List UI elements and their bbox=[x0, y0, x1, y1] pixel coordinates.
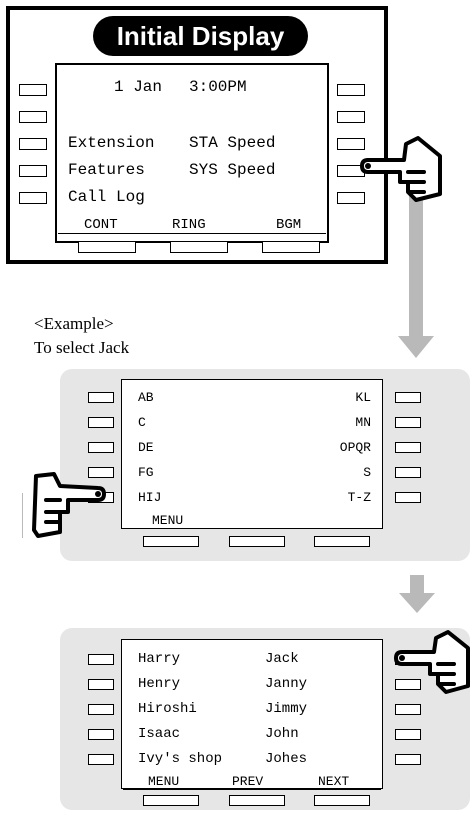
left-line-key-2[interactable] bbox=[19, 111, 47, 123]
pointing-hand-icon bbox=[394, 630, 470, 694]
name-entry-johes[interactable]: Johes bbox=[265, 751, 308, 767]
left-line-key-4[interactable] bbox=[88, 729, 114, 740]
name-entry-hiroshi[interactable]: Hiroshi bbox=[138, 701, 197, 717]
left-line-key-3[interactable] bbox=[88, 442, 114, 453]
time-readout: 3:00PM bbox=[189, 78, 247, 96]
letter-group-mn[interactable]: MN bbox=[355, 415, 371, 430]
right-line-key-5[interactable] bbox=[395, 492, 421, 503]
left-line-key-2[interactable] bbox=[88, 679, 114, 690]
letter-group-opqr[interactable]: OPQR bbox=[339, 440, 371, 455]
pointing-hand-icon bbox=[360, 136, 442, 202]
soft-key-2[interactable] bbox=[229, 536, 285, 547]
down-arrow-icon bbox=[399, 575, 435, 613]
soft-key-1[interactable] bbox=[143, 795, 199, 806]
display-title: Initial Display bbox=[116, 20, 285, 51]
soft-key-2[interactable] bbox=[170, 241, 228, 253]
soft-key-1[interactable] bbox=[78, 241, 136, 253]
left-line-key-3[interactable] bbox=[19, 138, 47, 150]
softkey-label-next: NEXT bbox=[318, 774, 350, 789]
left-line-key-4[interactable] bbox=[88, 467, 114, 478]
lcd-screen-2 bbox=[121, 379, 383, 529]
softkey-label-menu: MENU bbox=[152, 513, 184, 528]
example-instruction: To select Jack bbox=[34, 338, 130, 357]
letter-group-t-z[interactable]: T-Z bbox=[347, 490, 371, 505]
left-line-key-1[interactable] bbox=[88, 392, 114, 403]
soft-key-3[interactable] bbox=[314, 795, 370, 806]
soft-key-3[interactable] bbox=[314, 536, 370, 547]
down-arrow-icon bbox=[398, 196, 434, 358]
soft-key-3[interactable] bbox=[262, 241, 320, 253]
softkey-separator bbox=[58, 233, 326, 234]
right-line-key-1[interactable] bbox=[395, 392, 421, 403]
example-heading: <Example> bbox=[34, 314, 114, 333]
left-page-edge bbox=[22, 493, 23, 538]
right-line-key-3[interactable] bbox=[337, 138, 365, 150]
left-line-key-4[interactable] bbox=[19, 165, 47, 177]
right-line-key-4[interactable] bbox=[395, 729, 421, 740]
letter-group-ab[interactable]: AB bbox=[138, 390, 154, 405]
right-line-key-5[interactable] bbox=[395, 754, 421, 765]
display-title-badge: Initial Display bbox=[93, 16, 308, 56]
left-line-key-5[interactable] bbox=[19, 192, 47, 204]
name-entry-john[interactable]: John bbox=[265, 726, 299, 742]
right-line-key-3[interactable] bbox=[395, 442, 421, 453]
letter-group-kl[interactable]: KL bbox=[355, 390, 371, 405]
menu-item-call-log[interactable]: Call Log bbox=[68, 188, 145, 206]
menu-item-features[interactable]: Features bbox=[68, 161, 145, 179]
name-entry-isaac[interactable]: Isaac bbox=[138, 726, 181, 742]
letter-group-de[interactable]: DE bbox=[138, 440, 154, 455]
pointing-hand-icon bbox=[32, 472, 106, 538]
right-line-key-2[interactable] bbox=[337, 111, 365, 123]
softkey-label-menu: MENU bbox=[148, 774, 180, 789]
name-entry-henry[interactable]: Henry bbox=[138, 676, 181, 692]
letter-group-s[interactable]: S bbox=[363, 465, 371, 480]
name-entry-ivys-shop[interactable]: Ivy's shop bbox=[138, 751, 223, 767]
name-entry-janny[interactable]: Janny bbox=[265, 676, 308, 692]
right-line-key-2[interactable] bbox=[395, 679, 421, 690]
letter-group-fg[interactable]: FG bbox=[138, 465, 154, 480]
soft-key-1[interactable] bbox=[143, 536, 199, 547]
date-readout: 1 Jan bbox=[114, 78, 163, 96]
softkey-label-cont: CONT bbox=[84, 217, 118, 233]
right-line-key-4[interactable] bbox=[395, 467, 421, 478]
left-line-key-5[interactable] bbox=[88, 754, 114, 765]
right-line-key-3[interactable] bbox=[395, 704, 421, 715]
letter-group-c[interactable]: C bbox=[138, 415, 146, 430]
softkey-label-prev: PREV bbox=[232, 774, 264, 789]
softkey-label-bgm: BGM bbox=[276, 217, 302, 233]
left-line-key-3[interactable] bbox=[88, 704, 114, 715]
right-line-key-5[interactable] bbox=[337, 192, 365, 204]
left-line-key-1[interactable] bbox=[19, 84, 47, 96]
softkey-separator bbox=[123, 789, 381, 790]
name-entry-harry[interactable]: Harry bbox=[138, 651, 181, 667]
menu-item-extension[interactable]: Extension bbox=[68, 134, 155, 152]
letter-group-hij[interactable]: HIJ bbox=[138, 490, 162, 505]
menu-item-sys-speed[interactable]: SYS Speed bbox=[189, 161, 276, 179]
name-entry-jack[interactable]: Jack bbox=[265, 651, 299, 667]
right-line-key-2[interactable] bbox=[395, 417, 421, 428]
right-line-key-1[interactable] bbox=[337, 84, 365, 96]
menu-item-sta-speed[interactable]: STA Speed bbox=[189, 134, 276, 152]
name-entry-jimmy[interactable]: Jimmy bbox=[265, 701, 308, 717]
left-line-key-2[interactable] bbox=[88, 417, 114, 428]
lcd-screen-3 bbox=[121, 639, 383, 789]
lcd-screen-1 bbox=[55, 63, 329, 243]
softkey-label-ring: RING bbox=[172, 217, 206, 233]
left-line-key-1[interactable] bbox=[88, 654, 114, 665]
soft-key-2[interactable] bbox=[229, 795, 285, 806]
